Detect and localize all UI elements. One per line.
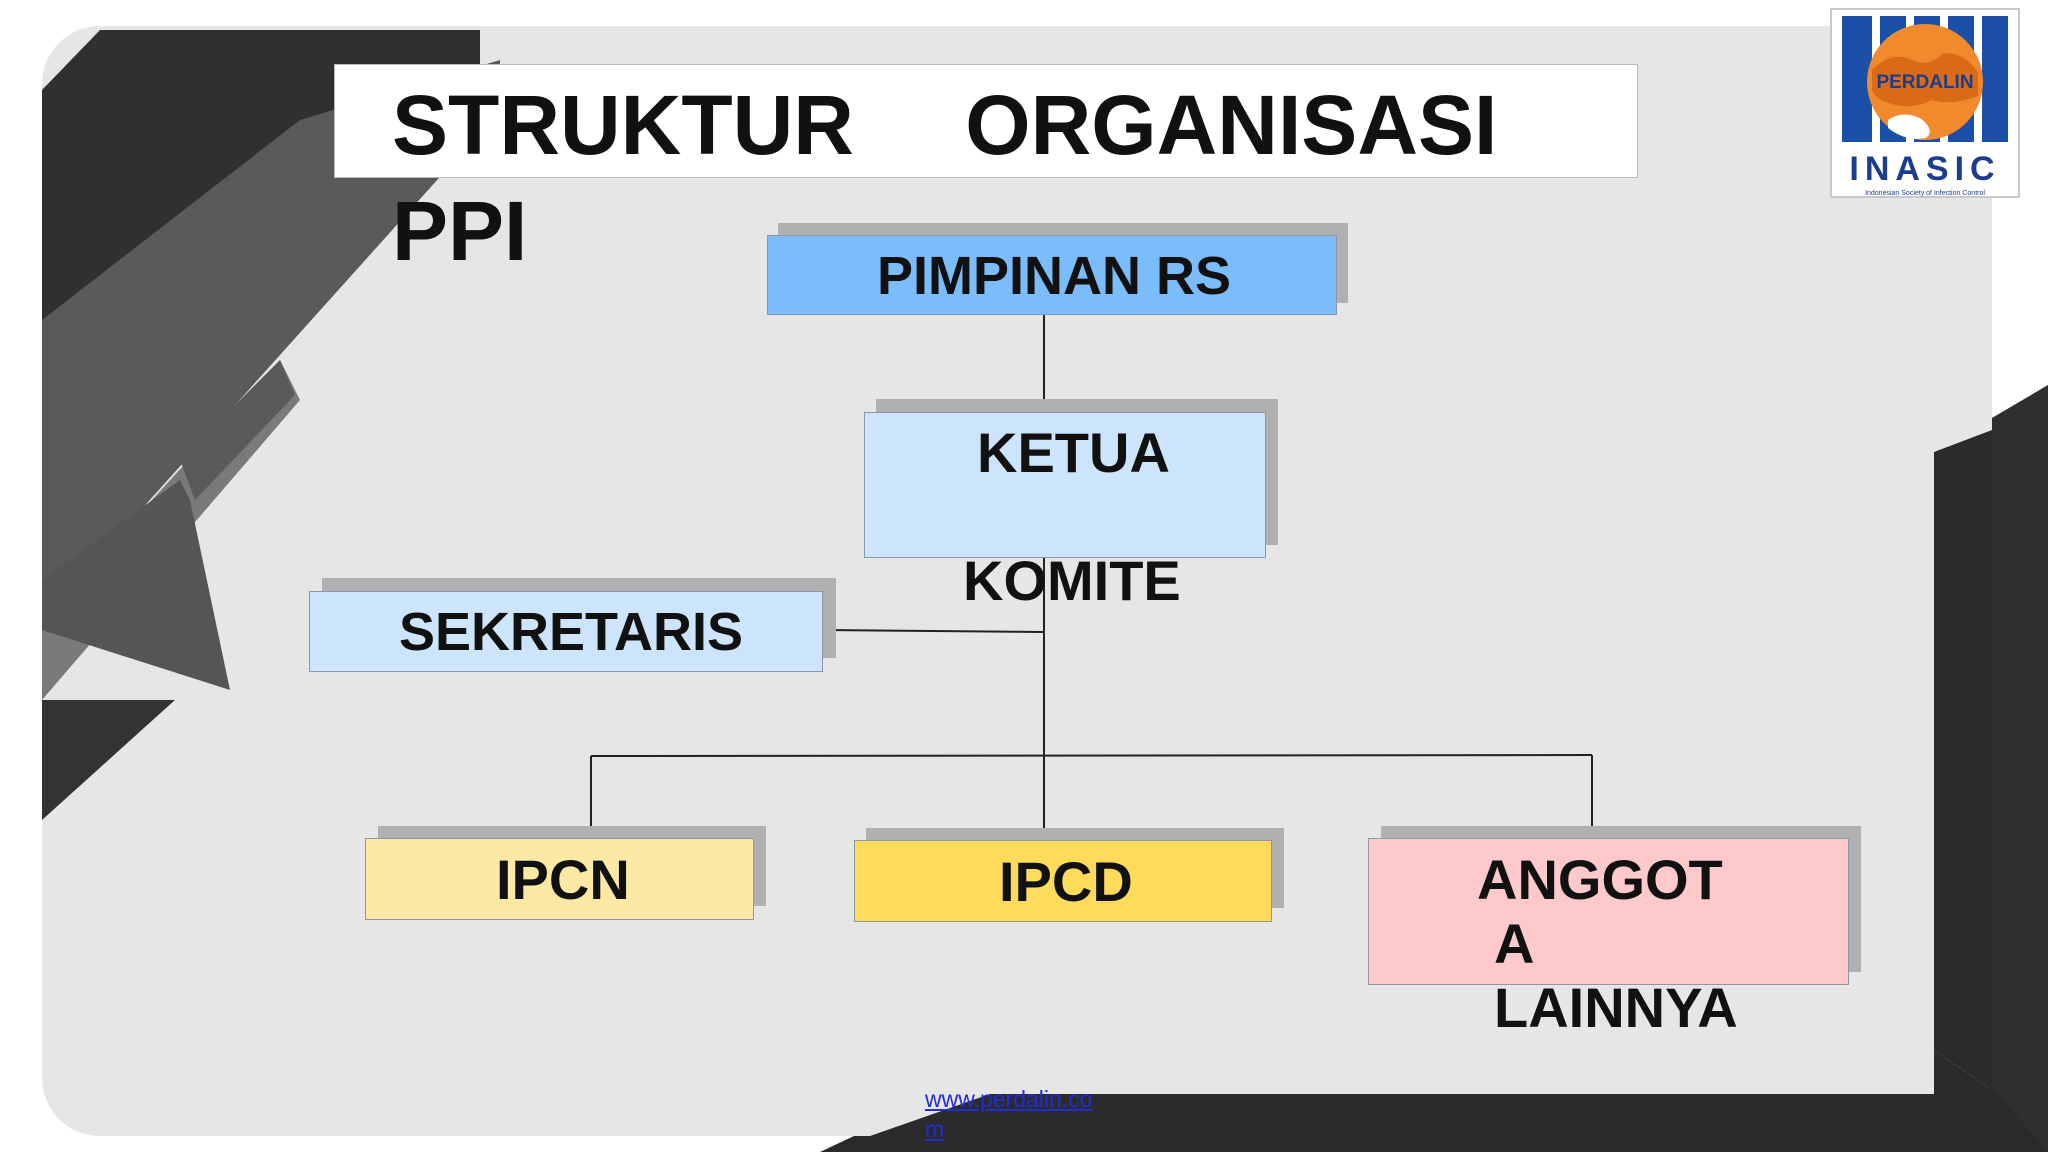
background-shape-left-bottom (42, 700, 175, 820)
footer-link[interactable]: www.perdalin.com (925, 1086, 1093, 1142)
background-shape-left-bar (42, 480, 230, 690)
ketua-label-line2: KOMITE (963, 549, 1181, 612)
ipcn-box (365, 838, 754, 920)
logo-globe-text: PERDALIN (1876, 72, 1974, 93)
sekretaris-label: SEKRETARIS (399, 602, 744, 662)
background-shape-left-lines (180, 360, 295, 500)
ketua-label-line1: KETUA (977, 421, 1170, 484)
anggota-label-line1: ANGGOT (1477, 848, 1723, 911)
ipcd-label: IPCD (999, 850, 1133, 913)
pimpinan-label: PIMPINAN RS (877, 246, 1232, 306)
pimpinan-box (767, 235, 1337, 315)
background-dark-shape-corner (1934, 430, 1992, 1090)
ipcd-box (854, 840, 1272, 922)
logo-subtitle: Indonesian Society of Infection Control (1865, 190, 1985, 197)
title-box (334, 64, 1638, 178)
perdalin-inasic-logo: PERDALIN INASIC Indonesian Society of In… (1830, 8, 2020, 198)
globe-icon (1842, 16, 2008, 142)
background-dark-shape-bottom-inner (870, 1050, 1992, 1136)
anggota-box (1368, 838, 1849, 985)
ketua-box (864, 412, 1266, 558)
sekretaris-box (309, 591, 823, 672)
logo-name: INASIC (1849, 150, 2001, 188)
background-shape-left-mid (42, 60, 500, 620)
slide-title: STRUKTUR ORGANISASI PPI (392, 78, 1498, 278)
anggota-label-line3: LAINNYA (1494, 976, 1738, 1039)
ipcn-label: IPCN (496, 848, 630, 911)
anggota-label-line2: A (1494, 912, 1535, 975)
